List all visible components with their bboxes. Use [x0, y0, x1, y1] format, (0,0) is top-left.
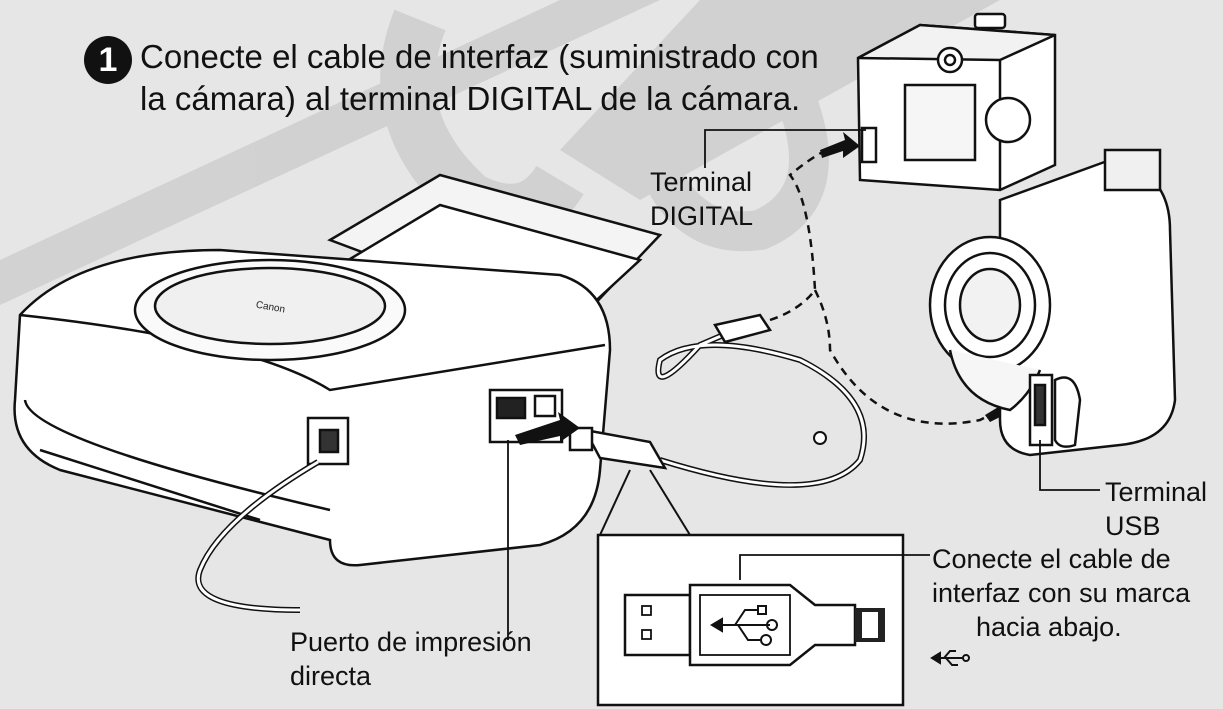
brand-logo: Canon: [255, 300, 286, 316]
terminal-digital-label: Terminal DIGITAL: [650, 165, 753, 233]
step-instruction: Conecte el cable de interfaz (suministra…: [140, 36, 819, 120]
terminal-usb-line-1: Terminal: [1105, 477, 1208, 507]
port-line-1: Puerto de impresión: [290, 627, 532, 657]
terminal-digital-line-1: Terminal: [650, 167, 753, 197]
leader-lines: [507, 129, 1100, 640]
connect-line-3: hacia abajo.: [976, 612, 1122, 642]
usb-mark-inline-icon: [930, 650, 970, 666]
connect-line-1: Conecte el cable de: [932, 544, 1171, 574]
digital-camera: [856, 12, 1057, 192]
step-number-badge: 1: [84, 36, 132, 84]
terminal-usb-line-2: USB: [1105, 511, 1161, 541]
port-line-2: directa: [290, 661, 372, 691]
connect-line-2: interfaz con su marca: [932, 578, 1191, 608]
dashed-connections: [769, 143, 1001, 425]
usb-cable: [568, 313, 867, 488]
usb-plug-closeup: [596, 469, 905, 707]
terminal-digital-line-2: DIGITAL: [650, 201, 754, 231]
connect-instruction-label: Conecte el cable de interfaz con su marc…: [932, 542, 1190, 644]
step-line-2: la cámara) al terminal DIGITAL de la cám…: [140, 80, 801, 117]
terminal-usb-label: Terminal USB: [1105, 475, 1207, 543]
printer: [13, 173, 663, 567]
step-line-1: Conecte el cable de interfaz (suministra…: [140, 38, 819, 75]
usb-trident-icon: [710, 605, 778, 646]
direct-print-port-label: Puerto de impresión directa: [290, 625, 532, 693]
video-camera: [928, 148, 1177, 457]
